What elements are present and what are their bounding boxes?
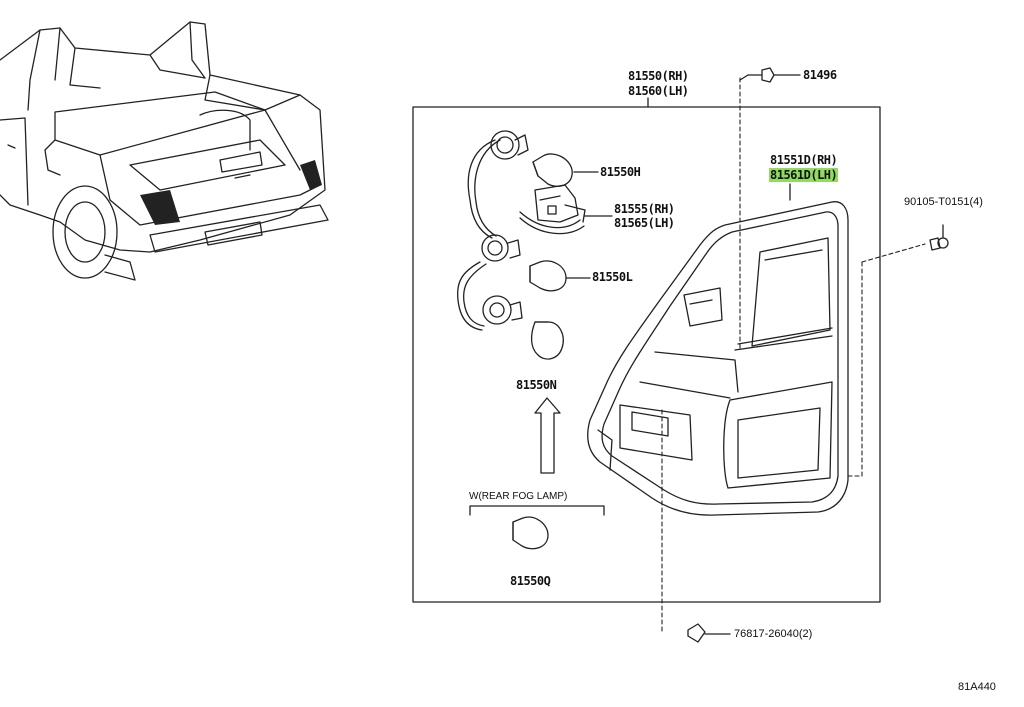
label-bulb-n: 81550N <box>516 378 557 392</box>
highlighted-part: 81561D(LH) <box>769 168 839 182</box>
tail-lamp-housing <box>587 201 849 516</box>
label-bulb-q: 81550Q <box>510 574 551 588</box>
truck-illustration <box>0 21 329 281</box>
clip-81496 <box>739 67 775 83</box>
label-screw: 90105-T0151(4) <box>904 196 983 208</box>
label-lens-lh: 81561D(LH) <box>769 168 839 182</box>
label-assy-lh: 81560(LH) <box>628 84 689 98</box>
fog-lamp-bracket <box>469 505 605 516</box>
label-bulb-h: 81550H <box>600 165 641 179</box>
label-lens-rh: 81551D(RH) <box>770 153 838 167</box>
bulb-81550q <box>512 516 549 550</box>
clip-76817 <box>687 623 731 643</box>
bulb-81550n <box>530 321 564 360</box>
assembly-box <box>412 106 881 603</box>
bulb-81550h <box>532 153 573 187</box>
label-clip-81496: 81496 <box>803 68 837 82</box>
label-assy-rh: 81550(RH) <box>628 69 689 83</box>
screw-90105 <box>929 224 949 251</box>
label-fog-note: W(REAR FOG LAMP) <box>469 491 568 502</box>
label-socket-lh: 81565(LH) <box>614 216 675 230</box>
wiring-harness <box>456 130 585 331</box>
bulb-81550l <box>529 260 567 292</box>
diagram-code: 81A440 <box>958 681 996 693</box>
insert-arrow <box>534 397 561 474</box>
label-socket-rh: 81555(RH) <box>614 202 675 216</box>
label-clip-76817: 76817-26040(2) <box>734 628 813 640</box>
connector-81555 <box>534 184 586 223</box>
dashed-leaders <box>661 77 926 633</box>
label-bulb-l: 81550L <box>592 270 633 284</box>
